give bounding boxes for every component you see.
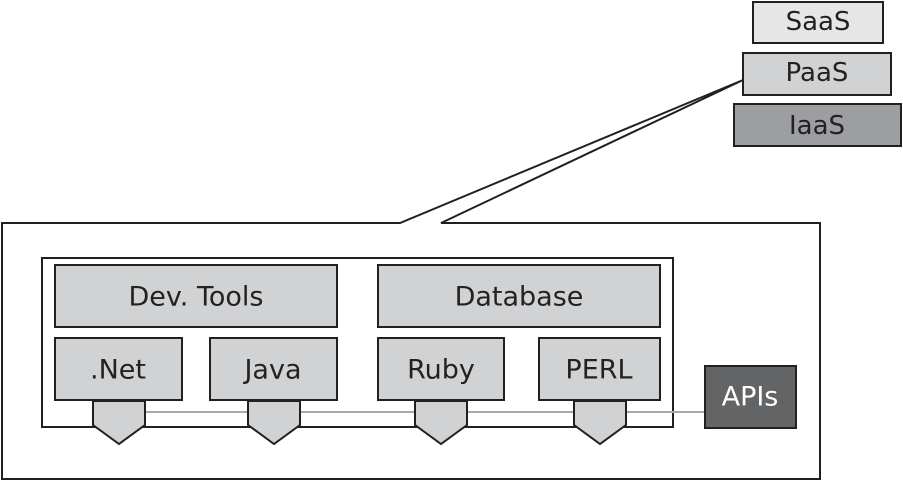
paas-box — [742, 52, 892, 96]
iaas-box — [733, 103, 902, 147]
java-label: Java — [242, 355, 301, 386]
database-box — [377, 264, 661, 328]
ruby-label: Ruby — [407, 355, 475, 386]
iaas-label: IaaS — [789, 111, 845, 141]
saas-box — [752, 1, 884, 44]
language-net: .Net — [54, 337, 183, 446]
database-label: Database — [455, 282, 584, 313]
net-box — [54, 337, 183, 401]
dev-tools-label: Dev. Tools — [129, 282, 264, 313]
net-label: .Net — [90, 355, 146, 386]
language-java: Java — [209, 337, 338, 446]
zoom-callout-frame — [1, 79, 821, 480]
net-connector-arrow-icon — [92, 400, 146, 446]
apis-box — [704, 365, 797, 429]
dev-tools-box — [54, 264, 338, 328]
language-perl: PERL — [538, 337, 661, 446]
saas-label: SaaS — [786, 7, 851, 37]
ruby-connector-arrow-icon — [414, 400, 468, 446]
apis-label: APIs — [722, 382, 779, 413]
paas-label: PaaS — [786, 58, 849, 88]
perl-label: PERL — [565, 355, 632, 386]
java-connector-arrow-icon — [247, 400, 301, 446]
perl-connector-arrow-icon — [573, 400, 627, 446]
language-ruby: Ruby — [377, 337, 505, 446]
service-stack: SaaS PaaS IaaS — [733, 1, 902, 147]
